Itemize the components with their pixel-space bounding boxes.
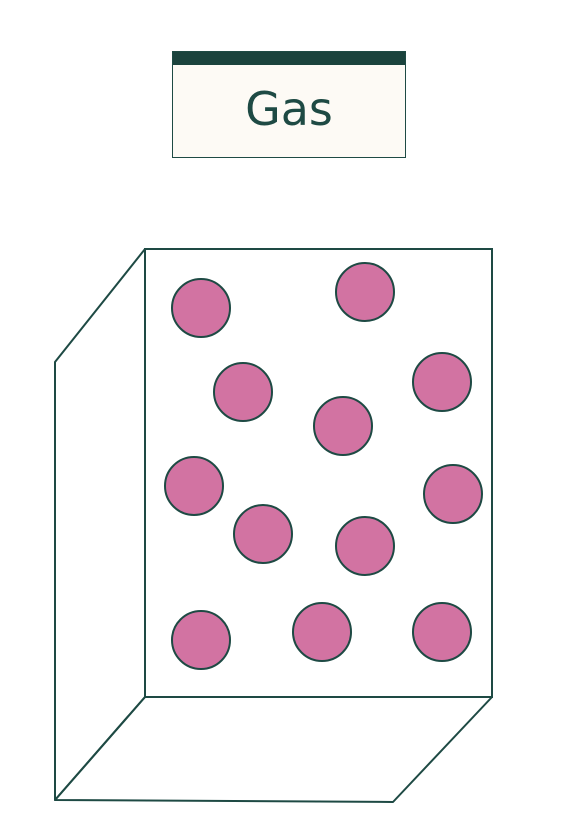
gas-particle — [412, 352, 472, 412]
container-box — [54, 248, 493, 803]
gas-particle — [423, 464, 483, 524]
label-header-bar — [173, 52, 405, 65]
gas-particle — [233, 504, 293, 564]
container-left-face — [54, 248, 146, 801]
gas-particle — [292, 602, 352, 662]
state-label-text: Gas — [245, 82, 333, 136]
gas-particle — [313, 396, 373, 456]
gas-particle — [412, 602, 472, 662]
gas-particle — [164, 456, 224, 516]
gas-particle — [335, 262, 395, 322]
gas-particle — [335, 516, 395, 576]
gas-particle — [171, 610, 231, 670]
gas-particle — [213, 362, 273, 422]
container-back-face — [144, 248, 493, 698]
gas-particles — [164, 262, 483, 670]
gas-particle — [171, 278, 231, 338]
container-bottom-face — [54, 696, 493, 803]
state-label-box: Gas — [172, 51, 406, 158]
